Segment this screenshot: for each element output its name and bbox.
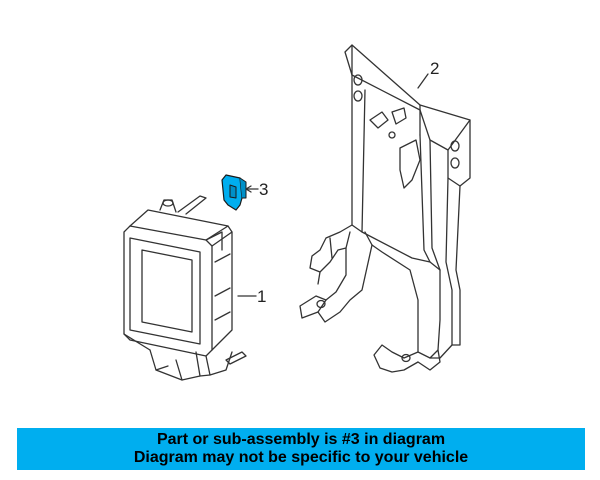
callout-part-1: 1: [257, 287, 266, 306]
banner-line-disclaimer: Diagram may not be specific to your vehi…: [133, 449, 469, 466]
radar-sensor-part: [123, 195, 247, 381]
callout-part-2: 2: [430, 59, 439, 78]
leader-lines: [237, 73, 429, 297]
mounting-bracket-part: [299, 44, 471, 373]
info-banner: Part or sub-assembly is #3 in diagram Di…: [17, 428, 585, 470]
clip-part-highlighted: [221, 174, 247, 211]
callout-part-3: 3: [259, 180, 268, 199]
banner-line-part-number: Part or sub-assembly is #3 in diagram: [156, 431, 446, 448]
parts-diagram: 1 2 3: [123, 44, 471, 381]
